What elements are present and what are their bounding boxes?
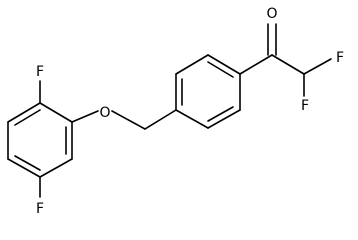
atom-label-f-bottom: F — [301, 98, 309, 114]
atom-label-o-carbonyl: O — [266, 6, 277, 22]
bond — [7, 158, 41, 178]
atom-label-f-ring-top: F — [36, 64, 44, 80]
bond — [175, 54, 209, 75]
bond — [7, 102, 41, 123]
bond — [207, 54, 241, 75]
phenyl-ring — [175, 54, 241, 129]
bond-c-o-ether — [71, 110, 99, 123]
bond — [175, 109, 209, 129]
double-bond-inner — [207, 61, 234, 78]
bond-c-f-right-top — [303, 58, 332, 75]
atom-label-o-ether: O — [99, 105, 110, 121]
difluorophenyl-ring — [7, 102, 73, 178]
bond-ring-carbonyl — [239, 54, 273, 75]
bond-ch2-ring — [144, 109, 177, 130]
double-bond-inner — [14, 155, 41, 171]
atom-label-f-ring-bottom: F — [36, 201, 44, 217]
double-bond-inner — [14, 109, 41, 126]
bond — [207, 109, 241, 129]
double-bond-inner — [207, 106, 234, 122]
bond — [39, 158, 73, 178]
bond-o-ch2 — [111, 110, 146, 130]
bond — [39, 102, 73, 123]
atom-label-f-top: F — [336, 50, 344, 66]
bond-carbonyl-chf2 — [271, 54, 305, 75]
